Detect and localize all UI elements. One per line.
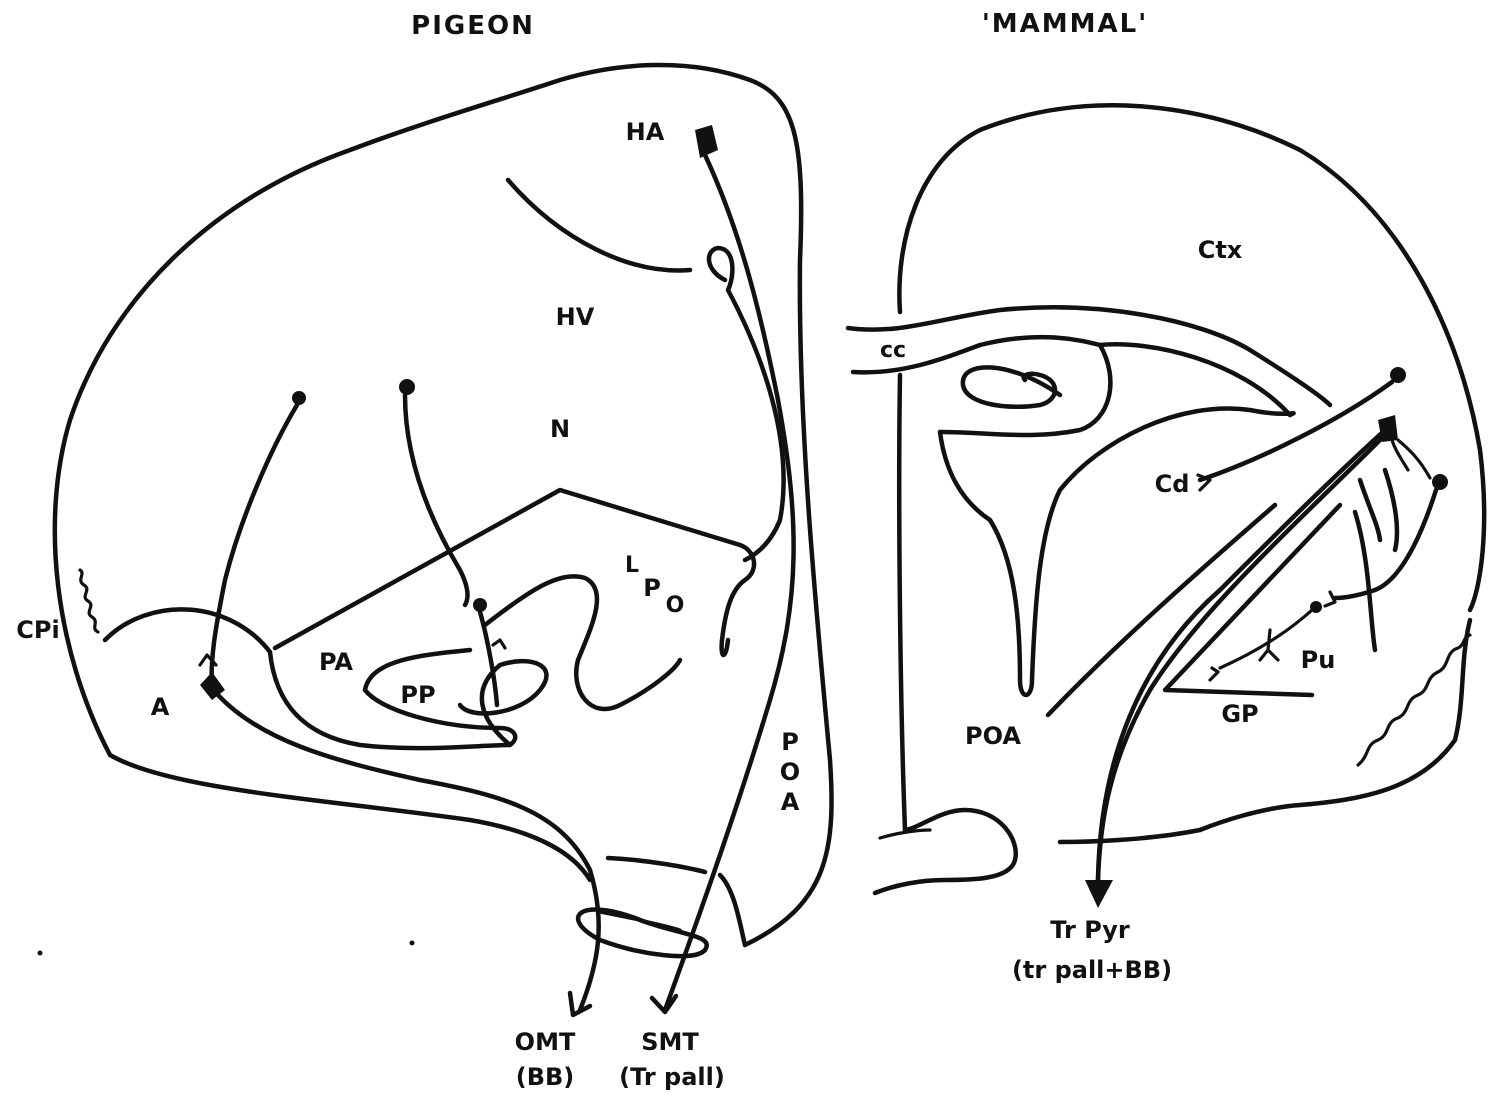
pu-neuron-soma (1432, 474, 1448, 490)
pigeon-medial-wall (720, 875, 745, 945)
label-poa-left-a: A (781, 788, 800, 816)
gp-terminal-3 (1325, 592, 1335, 606)
mammal-title: 'MAMMAL' (982, 9, 1148, 39)
ctx-neuron-axon (1200, 382, 1392, 480)
label-pa: PA (319, 648, 353, 676)
speck-2 (410, 941, 415, 946)
internal-capsule-line-2 (1098, 430, 1385, 880)
pp-terminal (493, 640, 505, 648)
label-cd: Cd (1155, 470, 1190, 498)
n-neuron-1-soma (292, 391, 306, 405)
trpyr-arrowhead (1085, 880, 1113, 908)
speck-1 (38, 951, 43, 956)
ventricle-curl (963, 367, 1060, 406)
pigeon-lamina-hyperstriatum (508, 180, 690, 270)
label-ha: HA (626, 118, 665, 146)
cpi-wave (80, 570, 98, 632)
label-poa-left-o: O (780, 758, 800, 786)
gp-terminal-2 (1210, 668, 1218, 680)
label-pu: Pu (1301, 646, 1336, 674)
globus-pallidus-outline (1165, 505, 1375, 695)
mammal-diagram (848, 105, 1484, 908)
label-lpo-o: O (666, 593, 685, 618)
label-ctx: Ctx (1198, 236, 1243, 264)
label-poa-left-p: P (781, 728, 799, 756)
pigeon-pp-outline (365, 650, 546, 745)
pigeon-ventral-bar (608, 858, 705, 872)
n-neuron-2-soma (399, 379, 415, 395)
poa-wedge (940, 408, 1294, 695)
pigeon-title: PIGEON (411, 11, 535, 41)
mammal-medial-wall (899, 375, 905, 830)
pigeon-diagram (55, 65, 832, 1015)
label-cc: cc (880, 338, 906, 363)
a-axon (218, 695, 599, 1010)
label-n: N (550, 415, 570, 443)
pigeon-lamina-neostriatum (275, 490, 740, 648)
output-trpyr: Tr Pyr (1050, 916, 1130, 944)
label-hv: HV (556, 303, 595, 331)
putamen-lines (1360, 470, 1397, 550)
output-omt-sub: (BB) (516, 1063, 575, 1091)
label-gp: GP (1221, 700, 1258, 728)
output-trpyr-sub: (tr pall+BB) (1012, 956, 1172, 984)
smt-arrow (652, 996, 676, 1012)
label-cpi: CPi (16, 616, 59, 644)
pigeon-ventral-contour (110, 755, 590, 880)
lateral-ventricle (1100, 344, 1330, 415)
ha-neuron-body (695, 125, 718, 158)
label-lpo-p: P (643, 574, 661, 602)
pu-neuron-dendrite (1392, 440, 1430, 478)
corpus-callosum-upper (848, 307, 1250, 350)
ha-collateral (709, 248, 784, 560)
mammal-ventral-blob (875, 810, 1016, 893)
output-smt: SMT (641, 1028, 699, 1056)
pigeon-ventral-inner (600, 912, 680, 930)
label-pp: PP (400, 681, 435, 709)
pigeon-hemisphere-outline (55, 65, 832, 945)
label-lpo-l: L (625, 553, 639, 578)
label-a: A (151, 693, 170, 721)
label-poa-right: POA (965, 722, 1021, 750)
pu-neuron-axon (1335, 490, 1436, 598)
output-omt: OMT (515, 1028, 576, 1056)
mammal-medial-tick (880, 830, 930, 838)
n-neuron-1-axon (212, 405, 297, 690)
output-smt-sub: (Tr pall) (619, 1063, 725, 1091)
n-neuron-2-axon (405, 395, 467, 605)
pigeon-septal-loop (722, 545, 754, 655)
